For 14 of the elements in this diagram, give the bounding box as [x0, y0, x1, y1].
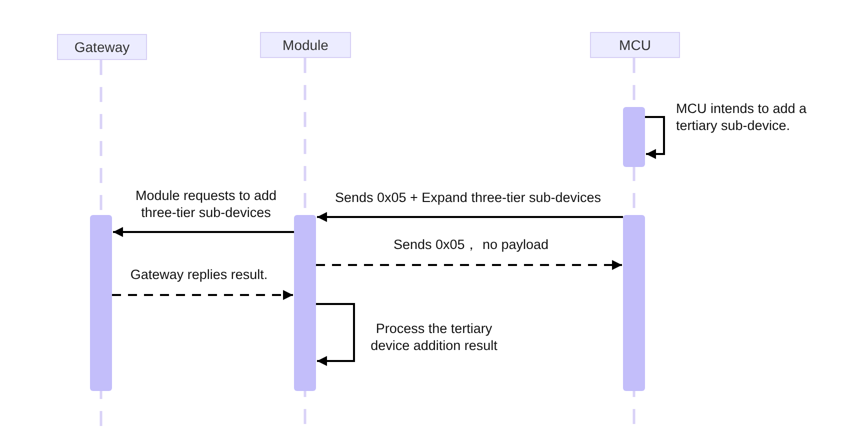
activation-bar — [90, 215, 112, 391]
self-arrow — [316, 303, 355, 366]
participant-box: Module — [260, 32, 351, 58]
participant-box: Gateway — [57, 34, 147, 60]
message-arrow — [112, 290, 293, 300]
message-arrow — [317, 212, 623, 222]
activation-bar — [623, 215, 645, 391]
message-label: MCU intends to add a tertiary sub-device. — [675, 100, 809, 134]
message-arrow — [113, 227, 294, 237]
self-arrow — [645, 116, 665, 159]
activation-bar — [623, 107, 645, 167]
participant-box: MCU — [590, 32, 680, 58]
activation-bar — [294, 215, 316, 391]
message-arrow — [316, 260, 622, 270]
